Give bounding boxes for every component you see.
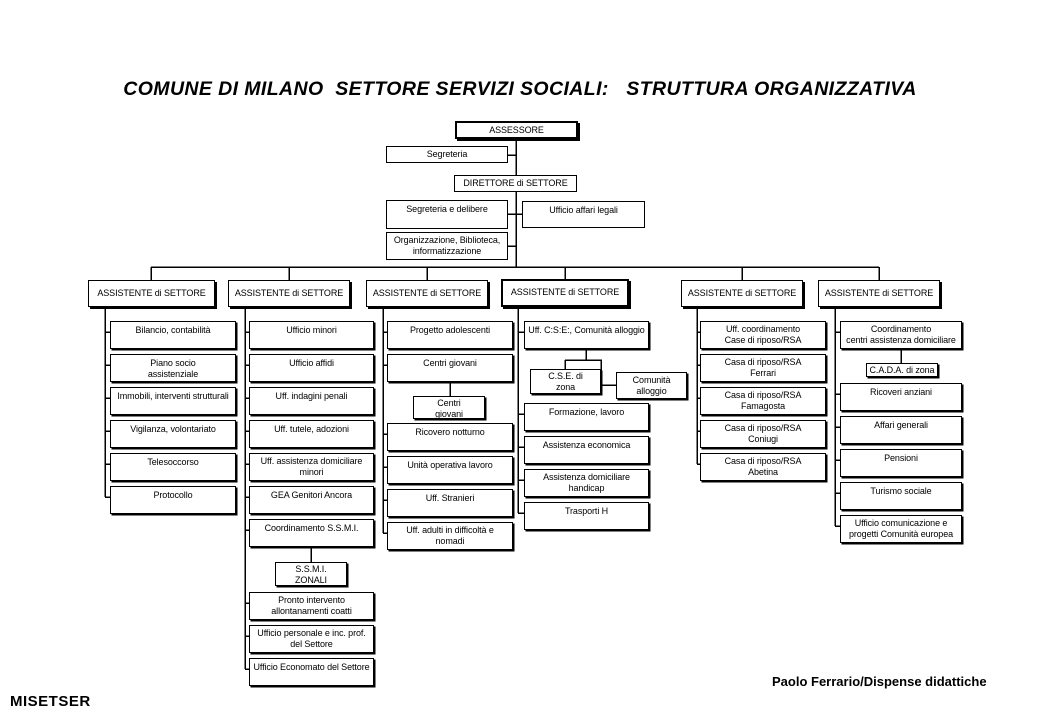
org-node: Progetto adolescenti — [387, 321, 513, 349]
assistant-box-6: ASSISTENTE di SETTORE — [818, 280, 940, 307]
org-node: Ricoveri anziani — [840, 383, 962, 411]
assistant-box-3: ASSISTENTE di SETTORE — [366, 280, 488, 307]
org-node: Casa di riposo/RSA Famagosta — [700, 387, 826, 415]
doc-code: MISETSER — [10, 693, 91, 710]
org-node: Ricovero notturno — [387, 423, 513, 451]
assistant-box-2: ASSISTENTE di SETTORE — [228, 280, 350, 307]
org-node: Casa di riposo/RSA Ferrari — [700, 354, 826, 382]
org-node: Ufficio comunicazione e progetti Comunit… — [840, 515, 962, 543]
org-node: Vigilanza, volontariato — [110, 420, 236, 448]
node-ufficio-affari-legali: Ufficio affari legali — [522, 201, 645, 228]
org-node: Affari generali — [840, 416, 962, 444]
org-node: Uff. C:S:E:, Comunità alloggio — [524, 321, 649, 349]
assistant-box-5: ASSISTENTE di SETTORE — [681, 280, 803, 307]
org-node: Uff. tutele, adozioni — [249, 420, 374, 448]
assistant-box-1: ASSISTENTE di SETTORE — [88, 280, 215, 307]
org-node: Coordinamento centri assistenza domicili… — [840, 321, 962, 349]
org-node: Turismo sociale — [840, 482, 962, 510]
org-node: Uff. assistenza domiciliare minori — [249, 453, 374, 481]
org-node: Assistenza domiciliare handicap — [524, 469, 649, 497]
node-organizzazione-biblioteca: Organizzazione, Biblioteca, informatizza… — [386, 232, 508, 260]
org-node: Ufficio Economato del Settore — [249, 658, 374, 686]
org-node: Centri giovani — [387, 354, 513, 382]
org-node: Pronto intervento allontanamenti coatti — [249, 592, 374, 620]
org-node: Telesoccorso — [110, 453, 236, 481]
org-node: Ufficio minori — [249, 321, 374, 349]
org-subnode-centri-giovani: Centri giovani — [413, 396, 485, 419]
org-node: Ufficio affidi — [249, 354, 374, 382]
org-node: Immobili, interventi strutturali — [110, 387, 236, 415]
org-node: Piano socio assistenziale — [110, 354, 236, 382]
org-node: Ufficio personale e inc. prof. del Setto… — [249, 625, 374, 653]
node-segreteria-e-delibere: Segreteria e delibere — [386, 200, 508, 229]
node-direttore-di-settore: DIRETTORE di SETTORE — [454, 175, 577, 192]
org-node: Uff. indagini penali — [249, 387, 374, 415]
org-node: Coordinamento S.S.M.I. — [249, 519, 374, 547]
org-node: Uff. adulti in difficoltà e nomadi — [387, 522, 513, 550]
org-node: Protocollo — [110, 486, 236, 514]
org-subnode-cse-di-zona: C.S.E. di zona — [530, 369, 601, 394]
org-node: Uff. Stranieri — [387, 489, 513, 517]
org-node: Formazione, lavoro — [524, 403, 649, 431]
assistant-box-4: ASSISTENTE di SETTORE — [501, 279, 629, 307]
credit-text: Paolo Ferrario/Dispense didattiche — [772, 674, 987, 689]
org-node: Pensioni — [840, 449, 962, 477]
org-node: Assistenza economica — [524, 436, 649, 464]
org-subnode-cada-di-zona: C.A.D.A. di zona — [866, 363, 938, 377]
org-node: Bilancio, contabilità — [110, 321, 236, 349]
org-node: Uff. coordinamento Case di riposo/RSA — [700, 321, 826, 349]
node-assessore: ASSESSORE — [455, 121, 578, 139]
node-segreteria: Segreteria — [386, 146, 508, 163]
org-node: Casa di riposo/RSA Coniugi — [700, 420, 826, 448]
org-subnode-ssmi-zonali: S.S.M.I. ZONALI — [275, 562, 347, 586]
org-node: GEA Genitori Ancora — [249, 486, 374, 514]
org-node: Trasporti H — [524, 502, 649, 530]
org-subnode-comunita-alloggio: Comunità alloggio — [616, 372, 687, 399]
org-node: Unità operativa lavoro — [387, 456, 513, 484]
chart-title: COMUNE DI MILANO SETTORE SERVIZI SOCIALI… — [123, 78, 917, 100]
org-node: Casa di riposo/RSA Abetina — [700, 453, 826, 481]
